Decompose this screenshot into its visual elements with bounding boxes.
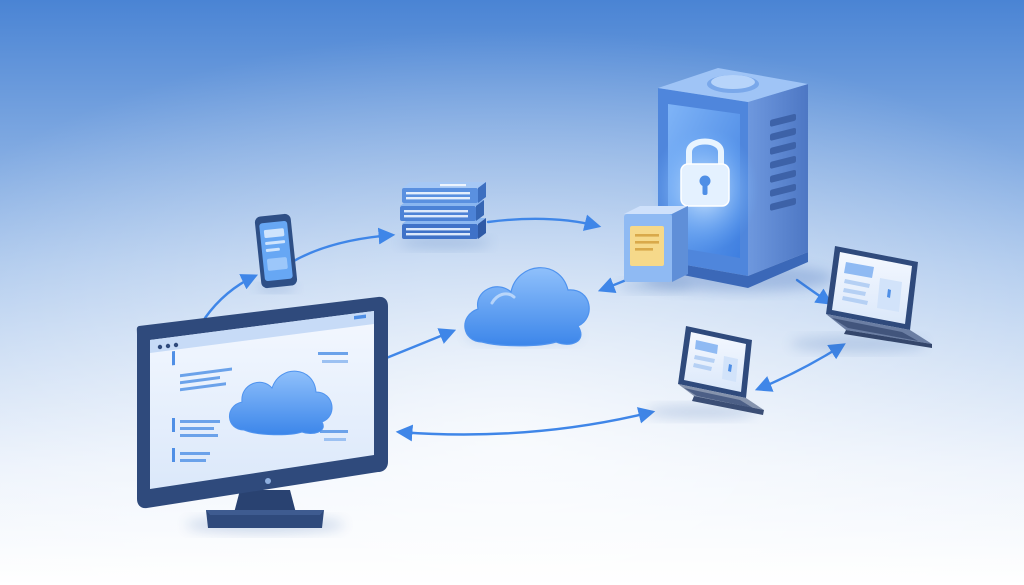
phone-icon xyxy=(254,213,298,292)
cloud-icon xyxy=(464,267,590,347)
books-icon xyxy=(399,182,491,249)
document-icon xyxy=(620,206,692,292)
monitor-icon xyxy=(136,296,388,533)
arrow-books-to-document xyxy=(486,214,602,231)
laptop-icon xyxy=(790,246,932,352)
arrow-monitor-to-phone xyxy=(203,274,259,320)
laptop-icon xyxy=(644,326,764,419)
arrow-phone-to-books xyxy=(290,227,396,264)
arrow-laptop-to-monitor xyxy=(395,407,656,442)
